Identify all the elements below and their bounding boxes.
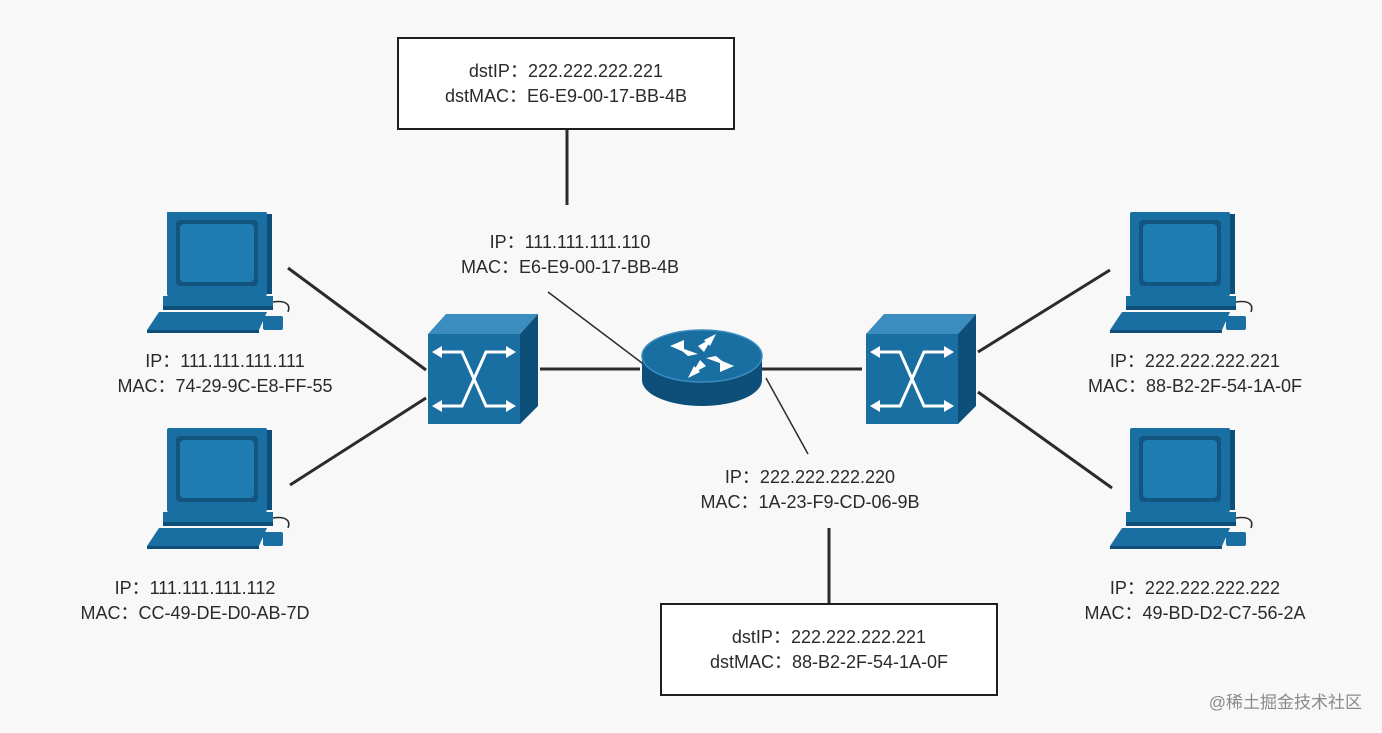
host-4-ip: IP：222.222.222.222 (1109, 578, 1281, 598)
desktop-computer-icon (1110, 428, 1253, 549)
host-1-ip: IP：111.111.111.111 (145, 351, 305, 371)
switch-1[interactable] (424, 312, 542, 426)
packet-bottom-dst-ip: dstIP：222.222.222.221 (731, 627, 927, 647)
pointer-router-left-port (547, 291, 647, 367)
link-switch2-host4 (977, 390, 1113, 490)
network-switch-icon (866, 314, 976, 424)
host-3-label: IP：222.222.222.221 MAC：88-B2-2F-54-1A-0F (1010, 349, 1380, 399)
watermark: @稀土掘金技术社区 (1208, 693, 1362, 712)
host-1[interactable] (145, 208, 295, 334)
network-switch-icon (428, 314, 538, 424)
host-2-ip: IP：111.111.111.112 (114, 578, 276, 598)
packet-bottom-dst-mac: dstMAC：88-B2-2F-54-1A-0F (709, 652, 949, 672)
router-left-port-mac: MAC：E6-E9-00-17-BB-4B (460, 257, 680, 277)
host-3[interactable] (1108, 208, 1258, 334)
host-4[interactable] (1108, 424, 1258, 550)
router[interactable] (640, 326, 764, 410)
packet-top-dst-mac: dstMAC：E6-E9-00-17-BB-4B (444, 86, 688, 106)
router-left-port-ip: IP：111.111.111.110 (489, 232, 651, 252)
host-4-mac: MAC：49-BD-D2-C7-56-2A (1084, 603, 1306, 623)
router-right-port-label: IP：222.222.222.220 MAC：1A-23-F9-CD-06-9B (630, 465, 990, 515)
packet-box-bottom: dstIP：222.222.222.221 dstMAC：88-B2-2F-54… (660, 603, 998, 696)
host-1-label: IP：111.111.111.111 MAC：74-29-9C-E8-FF-55 (40, 349, 410, 399)
link-host2-switch1 (289, 396, 427, 487)
desktop-computer-icon (147, 212, 290, 333)
router-left-port-label: IP：111.111.111.110 MAC：E6-E9-00-17-BB-4B (390, 230, 750, 280)
router-icon (641, 329, 763, 406)
host-4-label: IP：222.222.222.222 MAC：49-BD-D2-C7-56-2A (1010, 576, 1380, 626)
host-3-ip: IP：222.222.222.221 (1109, 351, 1281, 371)
packet-top-dst-ip: dstIP：222.222.222.221 (468, 61, 664, 81)
router-right-port-mac: MAC：1A-23-F9-CD-06-9B (700, 492, 920, 512)
router-right-port-ip: IP：222.222.222.220 (724, 467, 896, 487)
host-2-label: IP：111.111.111.112 MAC：CC-49-DE-D0-AB-7D (10, 576, 380, 626)
link-host1-switch1 (287, 266, 427, 372)
host-2-mac: MAC：CC-49-DE-D0-AB-7D (80, 603, 310, 623)
host-3-mac: MAC：88-B2-2F-54-1A-0F (1087, 376, 1303, 396)
switch-2[interactable] (862, 312, 980, 426)
packet-box-top: dstIP：222.222.222.221 dstMAC：E6-E9-00-17… (397, 37, 735, 130)
desktop-computer-icon (147, 428, 290, 549)
link-switch2-host3 (977, 268, 1111, 354)
desktop-computer-icon (1110, 212, 1253, 333)
host-2[interactable] (145, 424, 295, 550)
pointer-router-right-port (765, 377, 809, 455)
host-1-mac: MAC：74-29-9C-E8-FF-55 (117, 376, 333, 396)
